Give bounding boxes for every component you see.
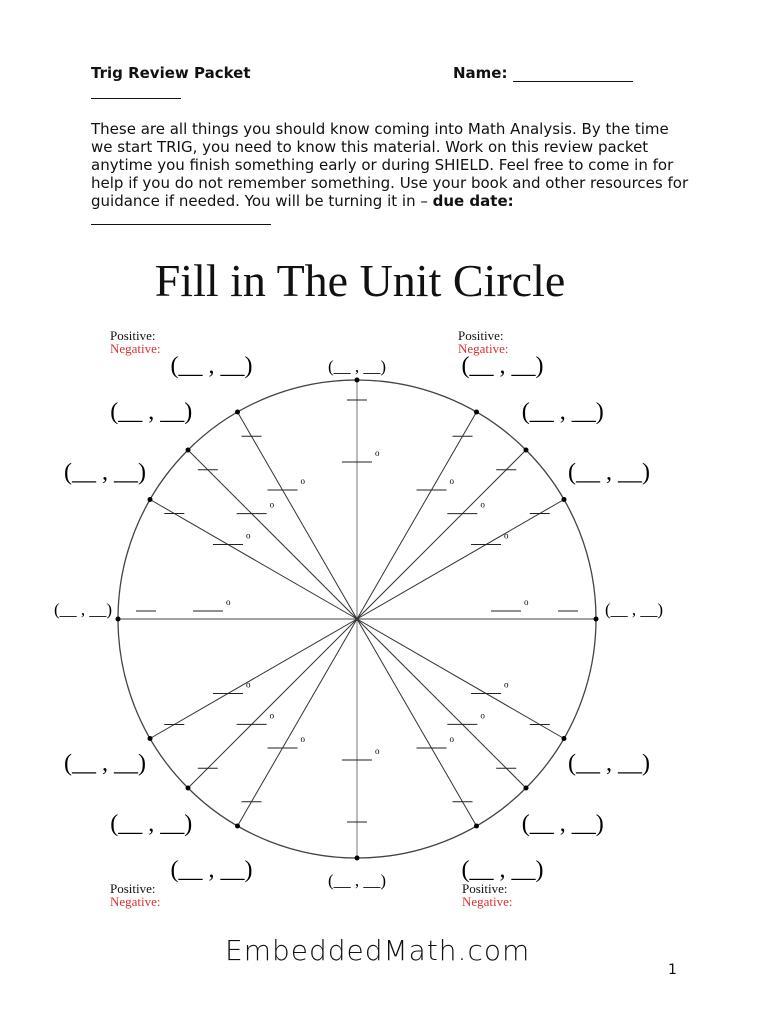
angle-point <box>235 409 240 415</box>
degree-symbol: o <box>504 531 509 541</box>
angle-point <box>115 616 121 622</box>
intro-text: These are all things you should know com… <box>91 120 689 210</box>
degree-symbol: o <box>480 500 485 510</box>
radius-line <box>356 618 565 739</box>
radius-line <box>356 618 477 827</box>
angle-point <box>561 497 567 502</box>
degree-symbol: o <box>480 710 485 720</box>
angle-point <box>561 736 567 741</box>
radius-line <box>187 618 358 789</box>
coordinate-blank: (__ , __) <box>328 357 386 376</box>
negative-label: Negative: <box>110 341 161 356</box>
degree-symbol: o <box>504 680 509 690</box>
degree-symbol: o <box>375 746 380 756</box>
degree-symbol: o <box>270 500 275 510</box>
angle-point <box>185 447 191 453</box>
degree-symbol: o <box>450 734 455 744</box>
due-date-label: due date: <box>432 192 514 210</box>
name-label: Name: <box>453 64 508 82</box>
positive-label: Positive: <box>110 328 156 343</box>
coordinate-blank: (__ , __) <box>462 353 544 379</box>
packet-title: Trig Review Packet <box>91 64 251 82</box>
radius-line <box>356 449 527 620</box>
negative-label: Negative: <box>458 341 509 356</box>
coordinate-blank: (__ , __) <box>522 811 604 837</box>
radius-line <box>237 618 358 827</box>
negative-label: Negative: <box>110 894 161 909</box>
angle-point <box>523 447 529 453</box>
logo: EmbeddedMath.com <box>225 934 531 967</box>
coordinate-blank: (__ , __) <box>171 353 253 379</box>
angle-point <box>354 377 360 383</box>
coordinate-blank: (__ , __) <box>110 811 192 837</box>
angle-point <box>147 736 153 741</box>
degree-symbol: o <box>450 476 455 486</box>
degree-symbol: o <box>270 710 275 720</box>
radius-line <box>356 618 527 789</box>
degree-symbol: o <box>246 531 251 541</box>
angle-point <box>147 497 153 502</box>
negative-label: Negative: <box>462 894 513 909</box>
radius-line <box>187 449 358 620</box>
angle-point <box>474 823 479 829</box>
coordinate-blank: (__ , __) <box>462 857 544 883</box>
radius-line <box>356 499 565 620</box>
degree-symbol: o <box>301 734 306 744</box>
positive-label: Positive: <box>462 881 508 896</box>
coordinate-blank: (__ , __) <box>522 399 604 425</box>
coordinate-blank: (__ , __) <box>605 600 663 619</box>
degree-symbol: o <box>226 597 231 607</box>
angle-point <box>185 785 191 791</box>
angle-point <box>593 616 599 622</box>
intro-paragraph: These are all things you should know com… <box>91 120 691 210</box>
angle-point <box>523 785 529 791</box>
coordinate-blank: (__ , __) <box>110 399 192 425</box>
degree-symbol: o <box>375 448 380 458</box>
angle-point <box>474 409 479 415</box>
due-date-blank[interactable] <box>91 224 271 225</box>
angle-point <box>354 855 360 861</box>
degree-symbol: o <box>301 476 306 486</box>
degree-symbol: o <box>524 597 529 607</box>
coordinate-blank: (__ , __) <box>328 871 386 890</box>
coordinate-blank: (__ , __) <box>54 600 112 619</box>
radius-line <box>237 411 358 620</box>
angle-point <box>235 823 240 829</box>
radius-line <box>149 499 358 620</box>
page-number: 1 <box>668 962 677 978</box>
coordinate-blank: (__ , __) <box>171 857 253 883</box>
name-blank[interactable] <box>512 67 633 82</box>
worksheet-title: Fill in The Unit Circle <box>154 255 566 306</box>
degree-symbol: o <box>246 680 251 690</box>
positive-label: Positive: <box>110 881 156 896</box>
coordinate-blank: (__ , __) <box>568 460 650 486</box>
radius-line <box>356 411 477 620</box>
coordinate-blank: (__ , __) <box>568 751 650 777</box>
radius-line <box>149 618 358 739</box>
name-blank-continued <box>91 98 181 99</box>
coordinate-blank: (__ , __) <box>64 751 146 777</box>
coordinate-blank: (__ , __) <box>64 460 146 486</box>
name-field[interactable]: Name: <box>453 64 633 82</box>
positive-label: Positive: <box>458 328 504 343</box>
